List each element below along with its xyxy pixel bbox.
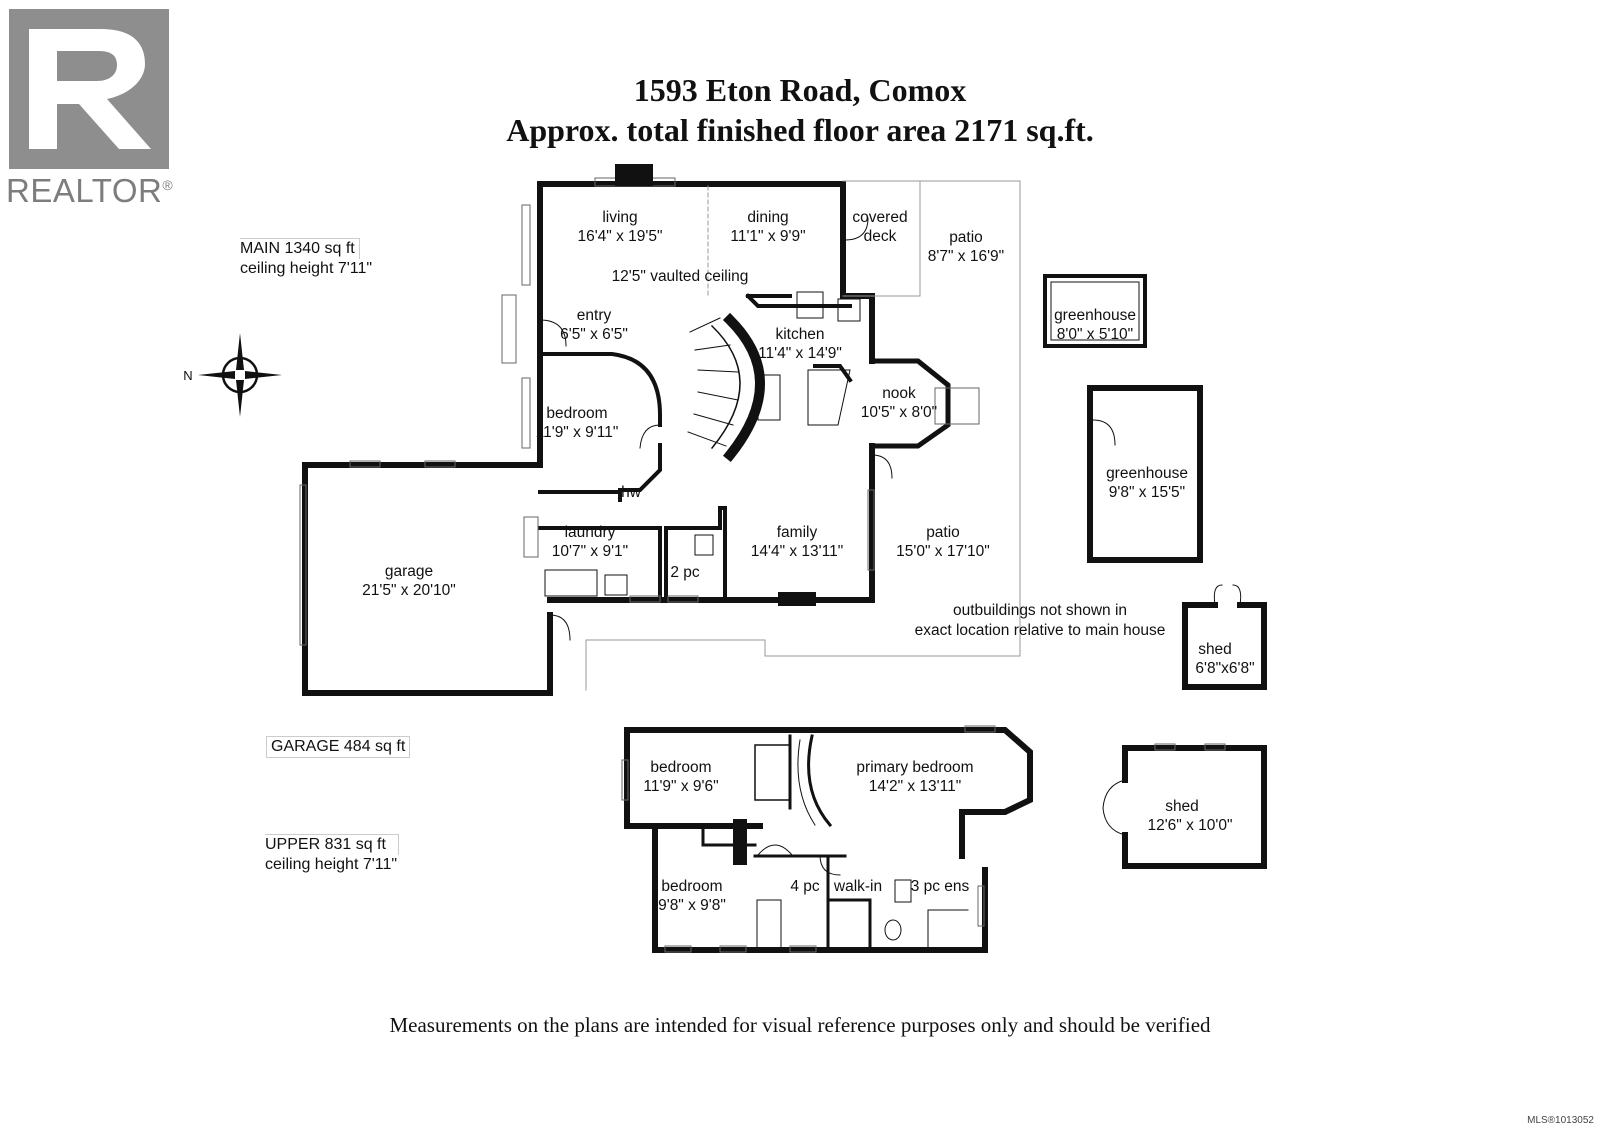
main-staircase bbox=[687, 312, 765, 463]
compass-icon bbox=[198, 333, 282, 417]
outbuildings-note-1: outbuildings not shown in bbox=[953, 602, 1127, 619]
interior-walls bbox=[538, 293, 853, 602]
bedroom-main-label: bedroom bbox=[546, 405, 607, 422]
shed-large-outline bbox=[1122, 745, 1267, 869]
compass-label: N bbox=[183, 368, 192, 383]
kitchen-fixtures bbox=[757, 291, 861, 426]
mls-number: MLS®1013052 bbox=[1527, 1115, 1594, 1126]
disclaimer: Measurements on the plans are intended f… bbox=[389, 1013, 1211, 1037]
entry-label: entry bbox=[577, 307, 612, 324]
main-floor-walls bbox=[302, 181, 951, 696]
greenhouse-small-label: greenhouse bbox=[1054, 307, 1136, 324]
dining-size: 11'1" x 9'9" bbox=[730, 228, 805, 245]
living-size: 16'4" x 19'5" bbox=[577, 228, 662, 245]
hw-label: hw bbox=[621, 484, 642, 501]
family-label: family bbox=[777, 524, 818, 541]
patio-side-label: patio bbox=[926, 524, 960, 541]
covered-deck-label: covered bbox=[852, 209, 907, 226]
bedroom-upper-1-size: 11'9" x 9'6" bbox=[643, 778, 718, 795]
upper-floor-info: UPPER 831 sq ft ceiling height 7'11" bbox=[265, 834, 399, 875]
kitchen-label: kitchen bbox=[775, 326, 824, 343]
room-labels: living 16'4" x 19'5" dining 11'1" x 9'9"… bbox=[183, 209, 1254, 914]
dining-label: dining bbox=[747, 209, 788, 226]
bedroom-upper-2-size: 9'8" x 9'8" bbox=[658, 897, 726, 914]
primary-bedroom-size: 14'2" x 13'11" bbox=[869, 778, 961, 795]
greenhouse-large-outline bbox=[1087, 385, 1203, 563]
shed-small-label: shed bbox=[1198, 641, 1232, 658]
shed-large-size: 12'6" x 10'0" bbox=[1147, 817, 1232, 834]
patio-top-label: patio bbox=[949, 229, 983, 246]
living-label: living bbox=[602, 209, 637, 226]
fireplace-living-icon bbox=[615, 164, 653, 186]
upper-interior-walls bbox=[701, 734, 872, 952]
shed-small-outline bbox=[1182, 602, 1267, 690]
property-address: 1593 Eton Road, Comox bbox=[633, 72, 967, 108]
patio-side-size: 15'0" x 17'10" bbox=[896, 543, 990, 560]
bedroom-main-size: 11'9" x 9'11" bbox=[536, 424, 619, 441]
shed-small-size: 6'8"x6'8" bbox=[1195, 660, 1254, 677]
laundry-fixtures bbox=[544, 534, 714, 597]
main-ceiling-height: ceiling height 7'11" bbox=[240, 260, 373, 277]
nook-size: 10'5" x 8'0" bbox=[861, 404, 937, 421]
laundry-label: laundry bbox=[565, 524, 616, 541]
vaulted-ceiling-label: 12'5" vaulted ceiling bbox=[612, 268, 749, 285]
family-size: 14'4" x 13'11" bbox=[751, 543, 843, 560]
kitchen-size: 11'4" x 14'9" bbox=[758, 345, 842, 362]
patio-top-size: 8'7" x 16'9" bbox=[928, 248, 1004, 265]
primary-bedroom-label: primary bedroom bbox=[856, 759, 973, 776]
total-area: Approx. total finished floor area 2171 s… bbox=[506, 112, 1094, 148]
patio-outlines bbox=[585, 180, 1021, 691]
greenhouse-large-size: 9'8" x 15'5" bbox=[1109, 484, 1185, 501]
upper-windows bbox=[621, 725, 1226, 953]
door-swings bbox=[539, 217, 893, 641]
four-pc-label: 4 pc bbox=[790, 878, 820, 895]
upper-floor-area: UPPER 831 sq ft bbox=[265, 834, 399, 855]
laundry-size: 10'7" x 9'1" bbox=[552, 543, 628, 560]
outbuildings-note-2: exact location relative to main house bbox=[915, 622, 1166, 639]
entry-size: 6'5" x 6'5" bbox=[560, 326, 628, 343]
walk-in-label: walk-in bbox=[833, 878, 882, 895]
shed-large-label: shed bbox=[1165, 798, 1199, 815]
bedroom-upper-2-label: bedroom bbox=[661, 878, 722, 895]
fireplace-family-icon bbox=[778, 592, 816, 606]
greenhouse-small-outline bbox=[1043, 274, 1147, 348]
greenhouse-large-label: greenhouse bbox=[1106, 465, 1188, 482]
greenhouse-small-size: 8'0" x 5'10" bbox=[1057, 326, 1133, 343]
realtor-logo-icon bbox=[9, 9, 169, 169]
garage-label: garage bbox=[385, 563, 433, 580]
realtor-logo-text: REALTOR® bbox=[6, 172, 174, 209]
bedroom-upper-1-label: bedroom bbox=[650, 759, 711, 776]
two-pc-label: 2 pc bbox=[670, 564, 700, 581]
upper-fixtures bbox=[756, 844, 969, 951]
nook-label: nook bbox=[882, 385, 916, 402]
upper-staircase bbox=[754, 734, 833, 828]
main-floor-area: MAIN 1340 sq ft bbox=[240, 238, 360, 259]
upper-floor-walls bbox=[624, 727, 1033, 953]
garage-size: 21'5" x 20'10" bbox=[362, 582, 456, 599]
windows bbox=[299, 177, 980, 646]
main-floor-info: MAIN 1340 sq ft ceiling height 7'11" bbox=[240, 238, 372, 279]
garage-info: GARAGE 484 sq ft bbox=[266, 736, 411, 758]
three-pc-ens-label: 3 pc ens bbox=[911, 878, 970, 895]
covered-deck-label-2: deck bbox=[864, 228, 897, 245]
upper-ceiling-height: ceiling height 7'11" bbox=[265, 856, 398, 873]
